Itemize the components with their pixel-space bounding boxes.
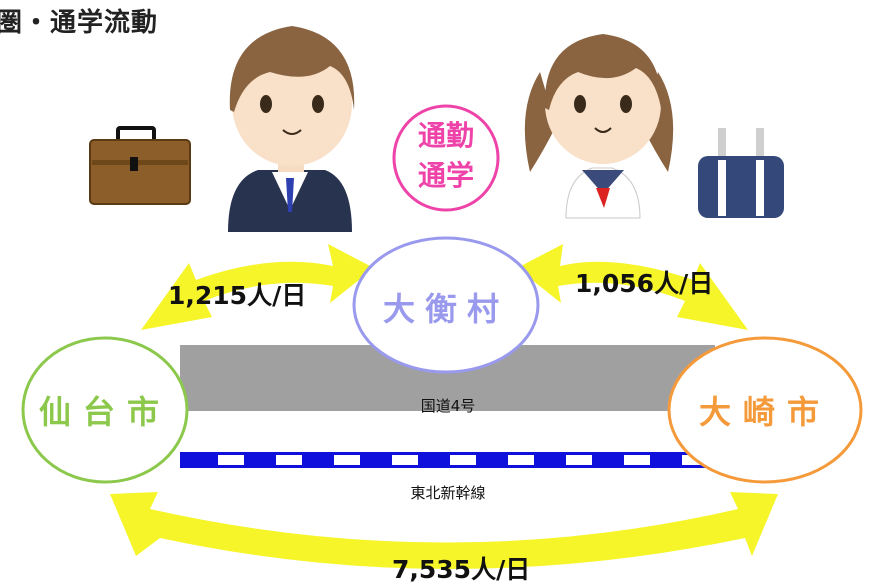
school-bag-icon	[698, 128, 784, 218]
rail-label: 東北新幹線	[410, 484, 485, 502]
flow-label-left-center: 1,215人/日	[168, 281, 306, 310]
briefcase-icon	[89, 126, 191, 205]
flow-arrow-left-right	[110, 492, 778, 569]
city-node-right: 大崎市	[667, 336, 863, 484]
badge-line2: 通学	[418, 159, 474, 192]
male-student-icon	[228, 26, 355, 232]
page-title: 圏・通学流動	[0, 8, 159, 38]
city-label-left: 仙台市	[39, 393, 171, 431]
city-node-left: 仙台市	[21, 336, 189, 484]
badge-line1: 通勤	[418, 119, 474, 152]
flow-arrow-left-center	[141, 244, 374, 330]
rail-line	[180, 452, 715, 468]
flow-label-left-right: 7,535人/日	[392, 555, 530, 584]
flow-arrow-center-right	[517, 244, 748, 330]
female-student-icon	[524, 34, 674, 219]
city-label-center: 大衡村	[383, 290, 509, 328]
city-node-center: 大衡村	[352, 236, 540, 374]
flow-label-center-right: 1,056人/日	[575, 269, 713, 298]
city-label-right: 大崎市	[699, 393, 831, 431]
commute-badge: 通勤 通学	[392, 104, 500, 212]
road-label: 国道4号	[421, 397, 476, 415]
